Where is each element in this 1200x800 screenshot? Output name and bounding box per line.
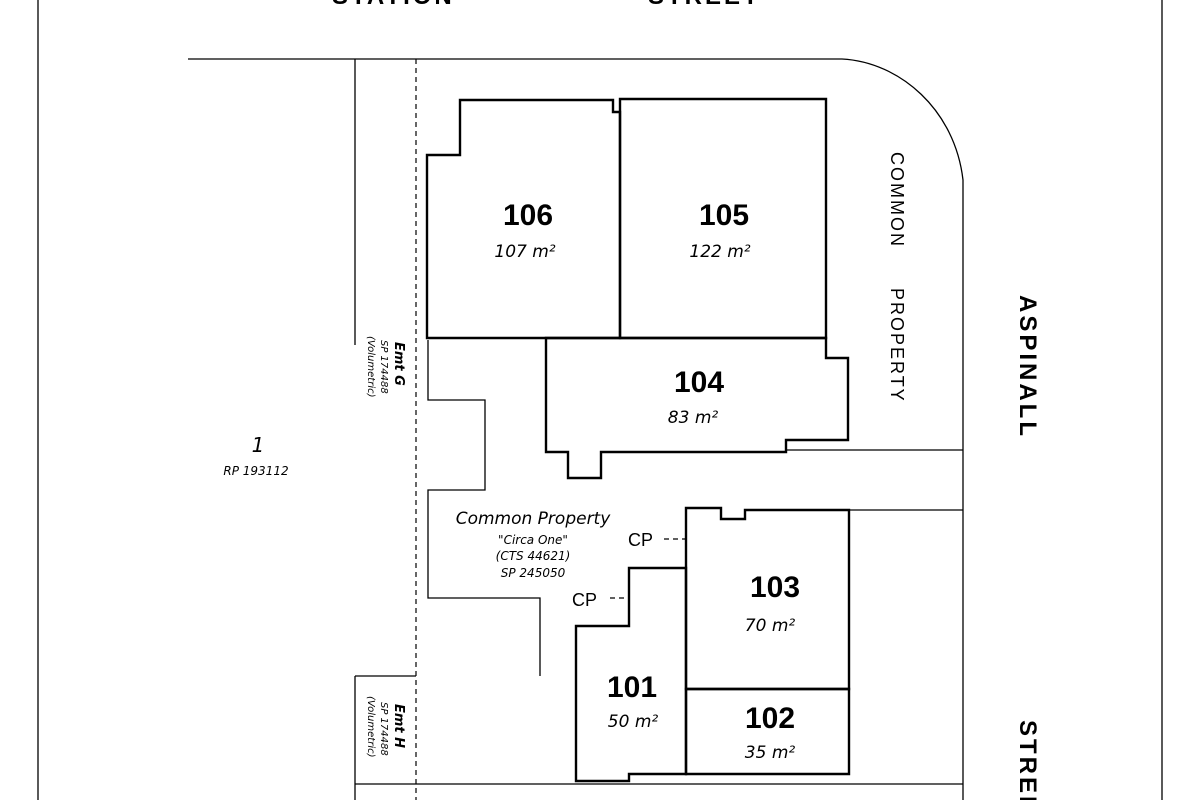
lot-101-number: 101 <box>607 671 657 704</box>
neighbour-lot-plan: RP 193112 <box>223 464 288 478</box>
lot-106-number: 106 <box>503 199 553 232</box>
lot-104-area: 83 m² <box>668 408 719 428</box>
lot-106-area: 107 m² <box>494 242 555 262</box>
street-name-station: STATION <box>332 0 455 10</box>
common-property-name: "Circa One" <box>498 533 568 547</box>
common-property-outline <box>427 340 541 676</box>
easement-h-plan: SP 174488 <box>378 702 389 756</box>
cp-label-1: CP <box>628 530 653 550</box>
easement-g-title: Emt G <box>391 342 406 386</box>
common-property-label-line1: COMMON <box>887 152 907 248</box>
lot-103-number: 103 <box>750 571 800 604</box>
easement-h-note: (Volumetric) <box>365 696 376 758</box>
lot-101-outline <box>574 566 688 783</box>
lot-102-area: 35 m² <box>745 743 796 763</box>
lot-103-area: 70 m² <box>745 616 796 636</box>
neighbour-lot-number: 1 <box>252 433 265 457</box>
easement-g-note: (Volumetric) <box>365 336 376 398</box>
corner-truncation-boundary <box>841 58 964 800</box>
common-property-plan: SP 245050 <box>501 566 566 580</box>
street-name-street-top: STREET <box>648 0 761 10</box>
common-property-title: Common Property <box>456 509 612 529</box>
street-name-aspinall: ASPINALL <box>1014 295 1041 439</box>
lot-105-number: 105 <box>699 199 749 232</box>
easement-g-plan: SP 174488 <box>378 340 389 394</box>
lot-101-area: 50 m² <box>608 712 659 732</box>
cp-label-2: CP <box>572 590 597 610</box>
lot-104-outline <box>544 336 850 480</box>
lot-104-number: 104 <box>674 366 724 399</box>
easement-h-title: Emt H <box>391 704 406 748</box>
common-property-label-line2: PROPERTY <box>887 288 907 403</box>
lot-102-number: 102 <box>745 702 795 735</box>
common-property-cts: (CTS 44621) <box>496 549 571 563</box>
lot-105-area: 122 m² <box>689 242 750 262</box>
street-name-street-right: STREE <box>1014 720 1041 800</box>
